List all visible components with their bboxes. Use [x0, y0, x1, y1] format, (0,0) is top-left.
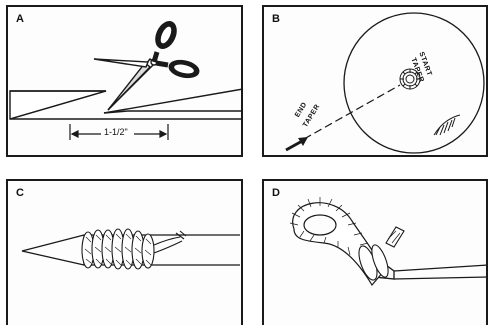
panel-a-cutting-line: A: [6, 5, 243, 157]
panel-d-drawing: [264, 181, 490, 327]
spool-circle: [344, 13, 484, 153]
taper-end-sketch: [434, 115, 460, 135]
panel-b-taper-spiral: B START TAPER END TAPER: [262, 5, 488, 157]
dashed-path: [304, 85, 400, 139]
measurement-label: 1-1/2": [104, 127, 128, 137]
arrow-icon: [286, 137, 308, 150]
rope-tail: [154, 231, 186, 253]
panel-c-drawing: [8, 181, 245, 327]
panel-b-drawing: [264, 7, 490, 159]
cut-line-diagram: [10, 89, 243, 119]
panel-c-wrapped-cord: C: [6, 179, 243, 325]
panel-d-finished-loop: D: [262, 179, 488, 325]
scissors-icon: [94, 19, 200, 110]
